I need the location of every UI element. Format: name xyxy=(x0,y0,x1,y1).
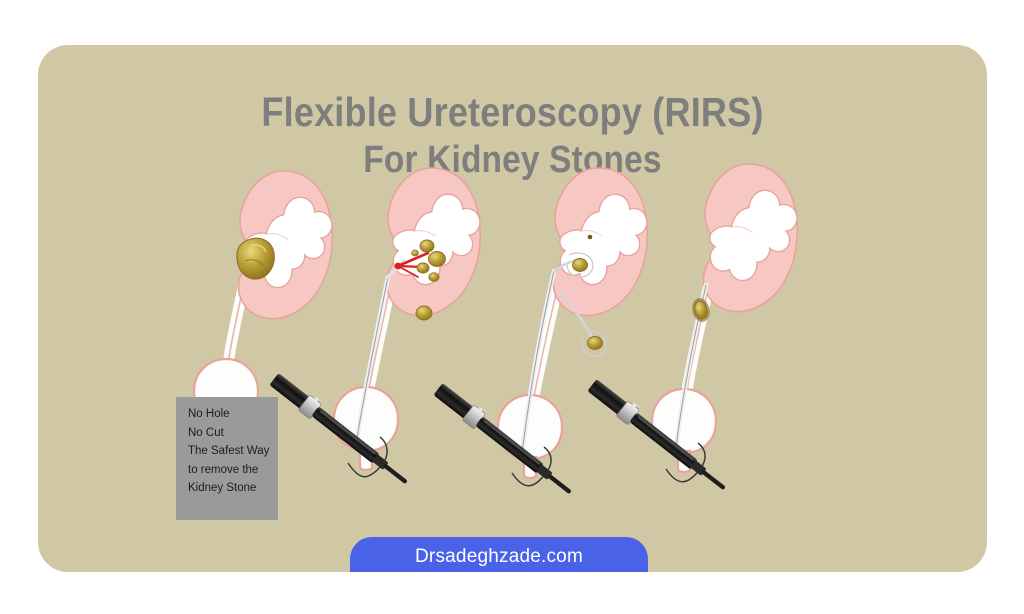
website-badge[interactable]: Drsadeghzade.com xyxy=(350,537,648,572)
scope-shaft-3 xyxy=(519,268,557,456)
endoscope-3 xyxy=(586,375,731,495)
endoscope-1 xyxy=(268,369,413,489)
endoscope-2 xyxy=(432,379,577,499)
fact-line-1: No Hole xyxy=(188,408,230,420)
infographic-card: Flexible Ureteroscopy (RIRS) For Kidney … xyxy=(38,45,987,572)
stone-in-basket-4 xyxy=(692,298,710,322)
fact-line-3: The Safest Way xyxy=(188,445,270,457)
website-label: Drsadeghzade.com xyxy=(415,546,583,567)
procedure-illustration xyxy=(192,163,799,572)
kidney-3 xyxy=(552,167,649,317)
kidney-2 xyxy=(385,167,482,317)
basket-wire-upper-3 xyxy=(552,252,594,278)
fact-line-4: to remove the xyxy=(188,463,259,476)
dust-fragment-3 xyxy=(587,234,593,240)
panel-4-stone-extraction xyxy=(650,163,799,474)
fact-line-5: Kidney Stone xyxy=(188,482,257,494)
panel-2-laser-lithotripsy xyxy=(332,167,482,472)
stone-fragments-2 xyxy=(411,239,446,321)
kidney-4 xyxy=(702,163,799,313)
fact-line-2: No Cut xyxy=(188,426,224,439)
panel-3-basket-retrieval xyxy=(496,167,649,480)
basket-wire-lower-3 xyxy=(558,289,608,357)
panel-1-stone-in-renal-pelvis xyxy=(192,170,334,444)
stone-1-large xyxy=(236,237,275,280)
fact-box: No Hole No Cut The Safest Way to remove … xyxy=(176,397,278,520)
